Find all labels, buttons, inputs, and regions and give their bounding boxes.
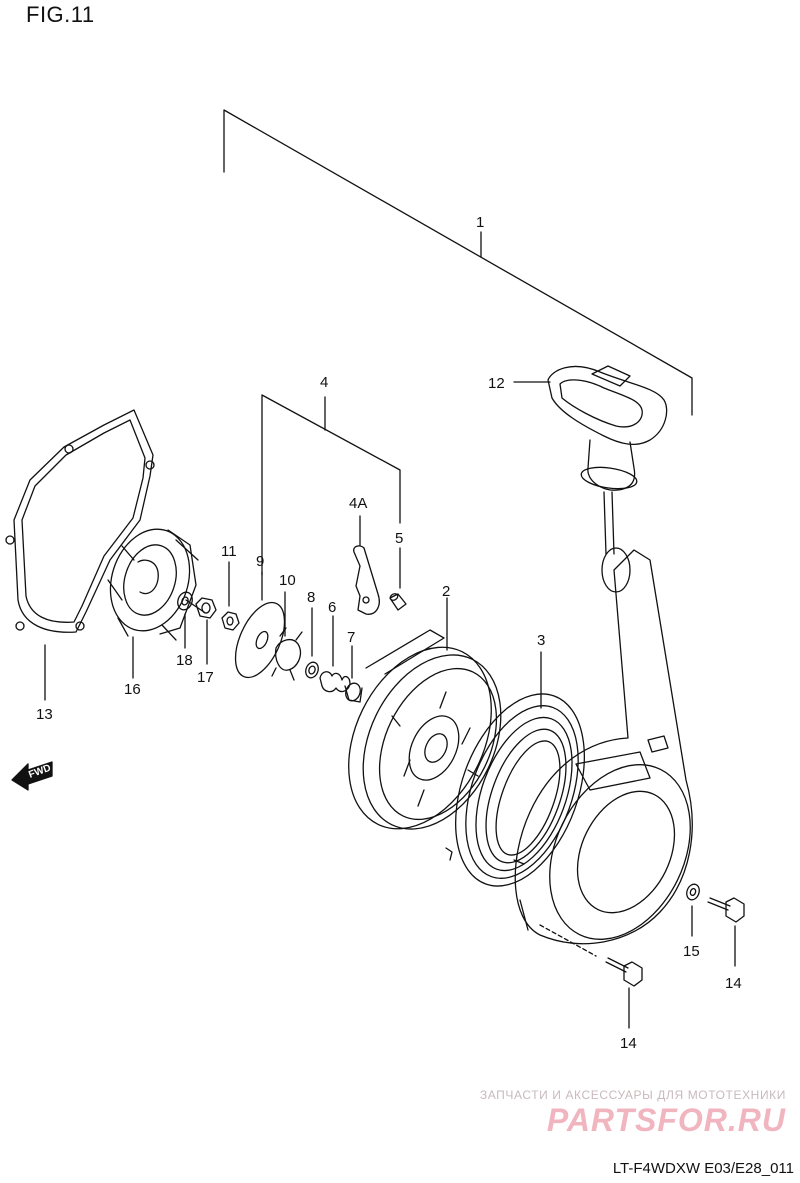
watermark-tagline: ЗАПЧАСТИ И АКСЕССУАРЫ ДЛЯ МОТОТЕХНИКИ <box>479 1088 786 1102</box>
callout-18: 18 <box>176 652 193 669</box>
callout-14-lower: 14 <box>620 1035 637 1052</box>
watermark: ЗАПЧАСТИ И АКСЕССУАРЫ ДЛЯ МОТОТЕХНИКИ PA… <box>480 1088 786 1138</box>
callout-9: 9 <box>256 553 264 570</box>
watermark-brand: PARTSFOR.RU <box>546 1102 786 1138</box>
callout-1: 1 <box>476 214 484 231</box>
spring-part-8 <box>305 607 319 679</box>
callout-7: 7 <box>347 629 355 646</box>
callout-6: 6 <box>328 599 336 616</box>
callout-5: 5 <box>395 530 403 547</box>
bracket-group-4 <box>261 394 401 576</box>
fwd-arrow-icon: FWD <box>11 761 53 791</box>
pulley-part-2 <box>348 597 502 830</box>
callout-8: 8 <box>307 589 315 606</box>
starter-case <box>513 549 693 945</box>
gasket-part-13 <box>5 409 155 701</box>
callout-10: 10 <box>279 572 296 589</box>
ratchet-drum-part-16 <box>107 528 205 679</box>
guide-part-10 <box>271 591 303 681</box>
bracket-assembly-1 <box>223 109 693 416</box>
pawl-part-4a <box>353 515 380 615</box>
figure-title: FIG.11 <box>26 2 95 27</box>
diagram-code: LT-F4WDXW E03/E28_011 <box>612 1160 794 1177</box>
bolt-part-14-upper <box>707 897 745 967</box>
bolt-part-14-lower <box>539 924 643 1029</box>
starter-handle-part-12 <box>513 365 668 593</box>
callout-16: 16 <box>124 681 141 698</box>
collar-part-7 <box>344 645 363 703</box>
washer-part-15 <box>686 883 700 937</box>
callout-3: 3 <box>537 632 545 649</box>
callout-14-upper: 14 <box>725 975 742 992</box>
callout-17: 17 <box>197 669 214 686</box>
callout-4: 4 <box>320 374 328 391</box>
nut-part-11 <box>221 561 240 631</box>
washer-part-18 <box>177 591 193 649</box>
callout-2: 2 <box>442 583 450 600</box>
callout-11: 11 <box>221 543 237 560</box>
callout-12: 12 <box>488 375 505 392</box>
callout-15: 15 <box>683 943 700 960</box>
callout-4a: 4A <box>349 495 367 512</box>
spring-part-6 <box>319 615 351 693</box>
nut-part-17 <box>195 597 217 665</box>
pin-part-5 <box>389 547 407 611</box>
recoil-spring-part-3 <box>445 651 585 887</box>
callout-13: 13 <box>36 706 53 723</box>
friction-plate-part-9 <box>234 571 286 679</box>
